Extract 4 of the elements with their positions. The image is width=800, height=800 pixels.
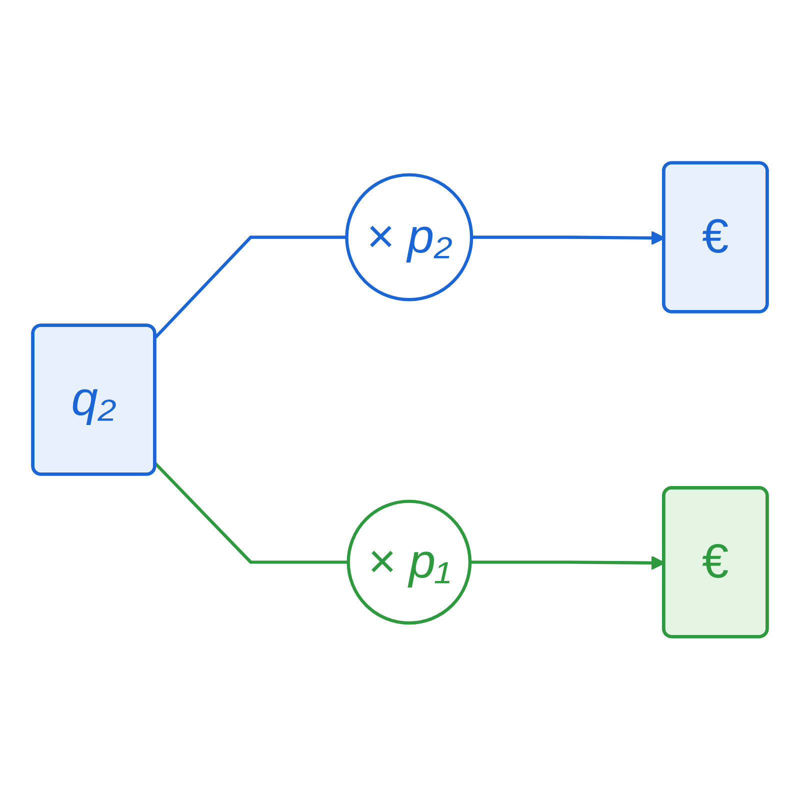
connector [154, 462, 348, 564]
connector [154, 236, 347, 339]
node-circle: × p₁ [346, 500, 472, 625]
node-circle: × p₂ [345, 174, 474, 302]
